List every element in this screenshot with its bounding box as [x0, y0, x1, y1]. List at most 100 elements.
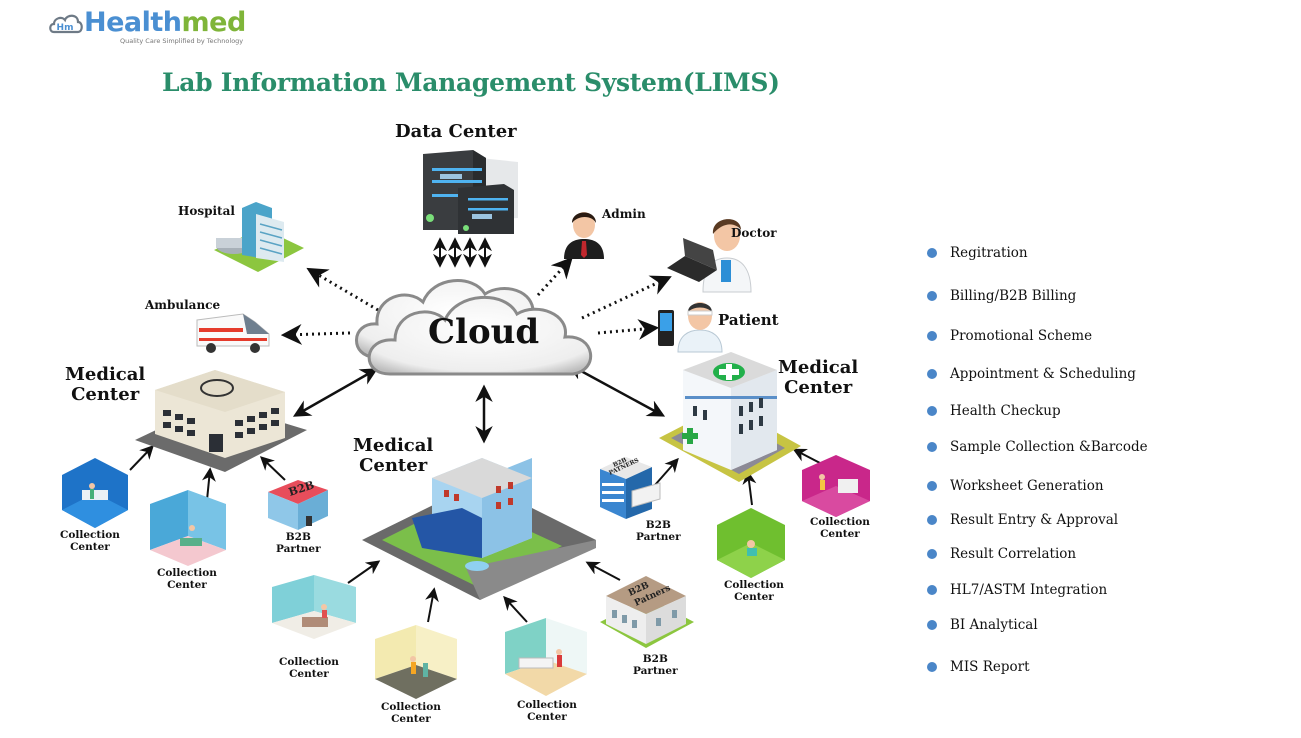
cloud-label: Cloud — [428, 312, 540, 352]
feature-item: Billing/B2B Billing — [927, 288, 1076, 304]
collection-center-label-line2: Center — [734, 590, 774, 603]
collection-center-label-line2: Center — [167, 578, 207, 591]
medical-center-right-label-line1: Medical — [778, 357, 859, 378]
b2b-partner-label-line2: Partner — [633, 664, 678, 677]
medical-center-right-building-icon — [659, 352, 801, 482]
connector-cc2-mc-left — [201, 467, 216, 501]
feature-label: Appointment & Scheduling — [950, 366, 1136, 382]
collection-center-label-line2: Center — [820, 527, 860, 540]
feature-label: HL7/ASTM Integration — [950, 582, 1108, 598]
page-title: Lab Information Management System(LIMS) — [162, 68, 780, 97]
collection-center-label-line2: Center — [527, 710, 567, 723]
data-center-label: Data Center — [395, 121, 517, 142]
feature-label: Health Checkup — [950, 403, 1061, 419]
doctor-laptop-icon — [667, 219, 752, 293]
medical-center-right-label-line2: Center — [784, 376, 853, 398]
collection-center-label-line1: Collection — [279, 656, 339, 668]
bullet-icon — [927, 369, 937, 379]
logo-mark-text: Hm — [57, 23, 74, 33]
medical-center-center-label: Medical Center — [353, 436, 433, 476]
collection-center-label-line1: Collection — [60, 529, 120, 541]
brand-tagline: Quality Care Simplified by Technology — [120, 37, 244, 45]
feature-item: HL7/ASTM Integration — [927, 582, 1107, 598]
connector-cloud-doctor — [581, 275, 672, 320]
feature-item: Promotional Scheme — [927, 328, 1092, 344]
bullet-icon — [927, 442, 937, 452]
bullet-icon — [927, 620, 937, 630]
patient-label: Patient — [718, 311, 779, 329]
b2b-partner-label: B2B Partner — [276, 531, 321, 555]
feature-item: MIS Report — [927, 659, 1030, 675]
brand-name-part1: Health — [84, 7, 182, 38]
admin-user-icon — [564, 212, 604, 259]
collection-center-tile-icon — [717, 508, 785, 578]
bullet-icon — [927, 585, 937, 595]
feature-item: Regitration — [927, 245, 1028, 261]
collection-center-label: Collection Center — [60, 529, 120, 553]
collection-center-label-line2: Center — [391, 712, 431, 725]
bullet-icon — [927, 291, 937, 301]
feature-item: Appointment & Scheduling — [927, 366, 1136, 382]
feature-item: Worksheet Generation — [927, 478, 1104, 494]
collection-center-tile-icon — [505, 618, 587, 696]
connector-cloud-hospital — [306, 267, 379, 312]
medical-center-left-label: Medical Center — [65, 365, 145, 405]
connector-cc5-mc-center — [503, 595, 528, 623]
connector-cc6-mc-right — [742, 470, 757, 506]
connector-cc7-mc-right — [792, 448, 821, 464]
b2b-partner-label-line1: B2B — [285, 531, 311, 543]
medical-center-left-building-icon — [135, 370, 307, 472]
brand-name-part2: med — [181, 7, 247, 38]
feature-label: Regitration — [950, 245, 1028, 261]
hospital-label: Hospital — [178, 204, 235, 218]
feature-label: Promotional Scheme — [950, 328, 1093, 344]
b2b-partner-label-line1: B2B — [642, 653, 668, 665]
patient-mobile-icon — [658, 302, 723, 353]
collection-center-tile-icon — [375, 625, 457, 699]
collection-center-label: Collection Center — [724, 579, 784, 603]
connector-cc4-mc-center — [425, 587, 439, 623]
connector-b2b2-mc-center — [585, 561, 621, 581]
admin-label: Admin — [602, 207, 646, 221]
b2b-partner-label-line2: Partner — [276, 542, 321, 555]
connector-b2b3-mc-right — [654, 457, 679, 486]
medical-center-center-label-line1: Medical — [353, 435, 434, 456]
connector-cloud-patient — [597, 319, 660, 340]
feature-label: Result Entry & Approval — [950, 512, 1119, 528]
medical-center-center-label-line2: Center — [359, 454, 428, 476]
collection-center-label: Collection Center — [157, 567, 217, 591]
collection-center-label: Collection Center — [279, 656, 339, 680]
connector-cloud-ambulance — [280, 323, 351, 345]
b2b-partner-building-icon: B2B — [268, 478, 328, 530]
feature-label: BI Analytical — [950, 617, 1038, 633]
collection-center-tile-icon — [150, 490, 226, 566]
ambulance-icon — [196, 313, 270, 353]
brand-name: Healthmed — [84, 6, 246, 40]
b2b-partner-building-icon: B2B PATNERS — [600, 456, 661, 519]
feature-label: Billing/B2B Billing — [950, 288, 1077, 304]
connector-cc1-mc-left — [129, 444, 154, 471]
bullet-icon — [927, 481, 937, 491]
medical-center-right-label: Medical Center — [778, 358, 858, 398]
connector-b2b-mc-left — [259, 456, 286, 481]
hospital-building-icon — [214, 202, 304, 272]
feature-label: Sample Collection &Barcode — [950, 439, 1148, 455]
collection-center-tile-icon — [802, 455, 870, 517]
connector-cloud-mc-left — [292, 368, 379, 417]
feature-label: Worksheet Generation — [950, 478, 1104, 494]
feature-item: Result Entry & Approval — [927, 512, 1118, 528]
collection-center-label-line1: Collection — [724, 579, 784, 591]
feature-label: Result Correlation — [950, 546, 1077, 562]
bullet-icon — [927, 515, 937, 525]
bullet-icon — [927, 248, 937, 258]
b2b-partner-label: B2B Partner — [636, 519, 681, 543]
feature-item: Sample Collection &Barcode — [927, 439, 1148, 455]
collection-center-tile-icon — [272, 575, 356, 639]
brand-logo: Hm Healthmed Quality Care Simplified by … — [48, 6, 258, 48]
collection-center-label: Collection Center — [810, 516, 870, 540]
collection-center-tile-icon — [62, 458, 128, 528]
feature-label: MIS Report — [950, 659, 1030, 675]
connector-cloud-admin — [536, 256, 573, 297]
collection-center-label-line1: Collection — [157, 567, 217, 579]
